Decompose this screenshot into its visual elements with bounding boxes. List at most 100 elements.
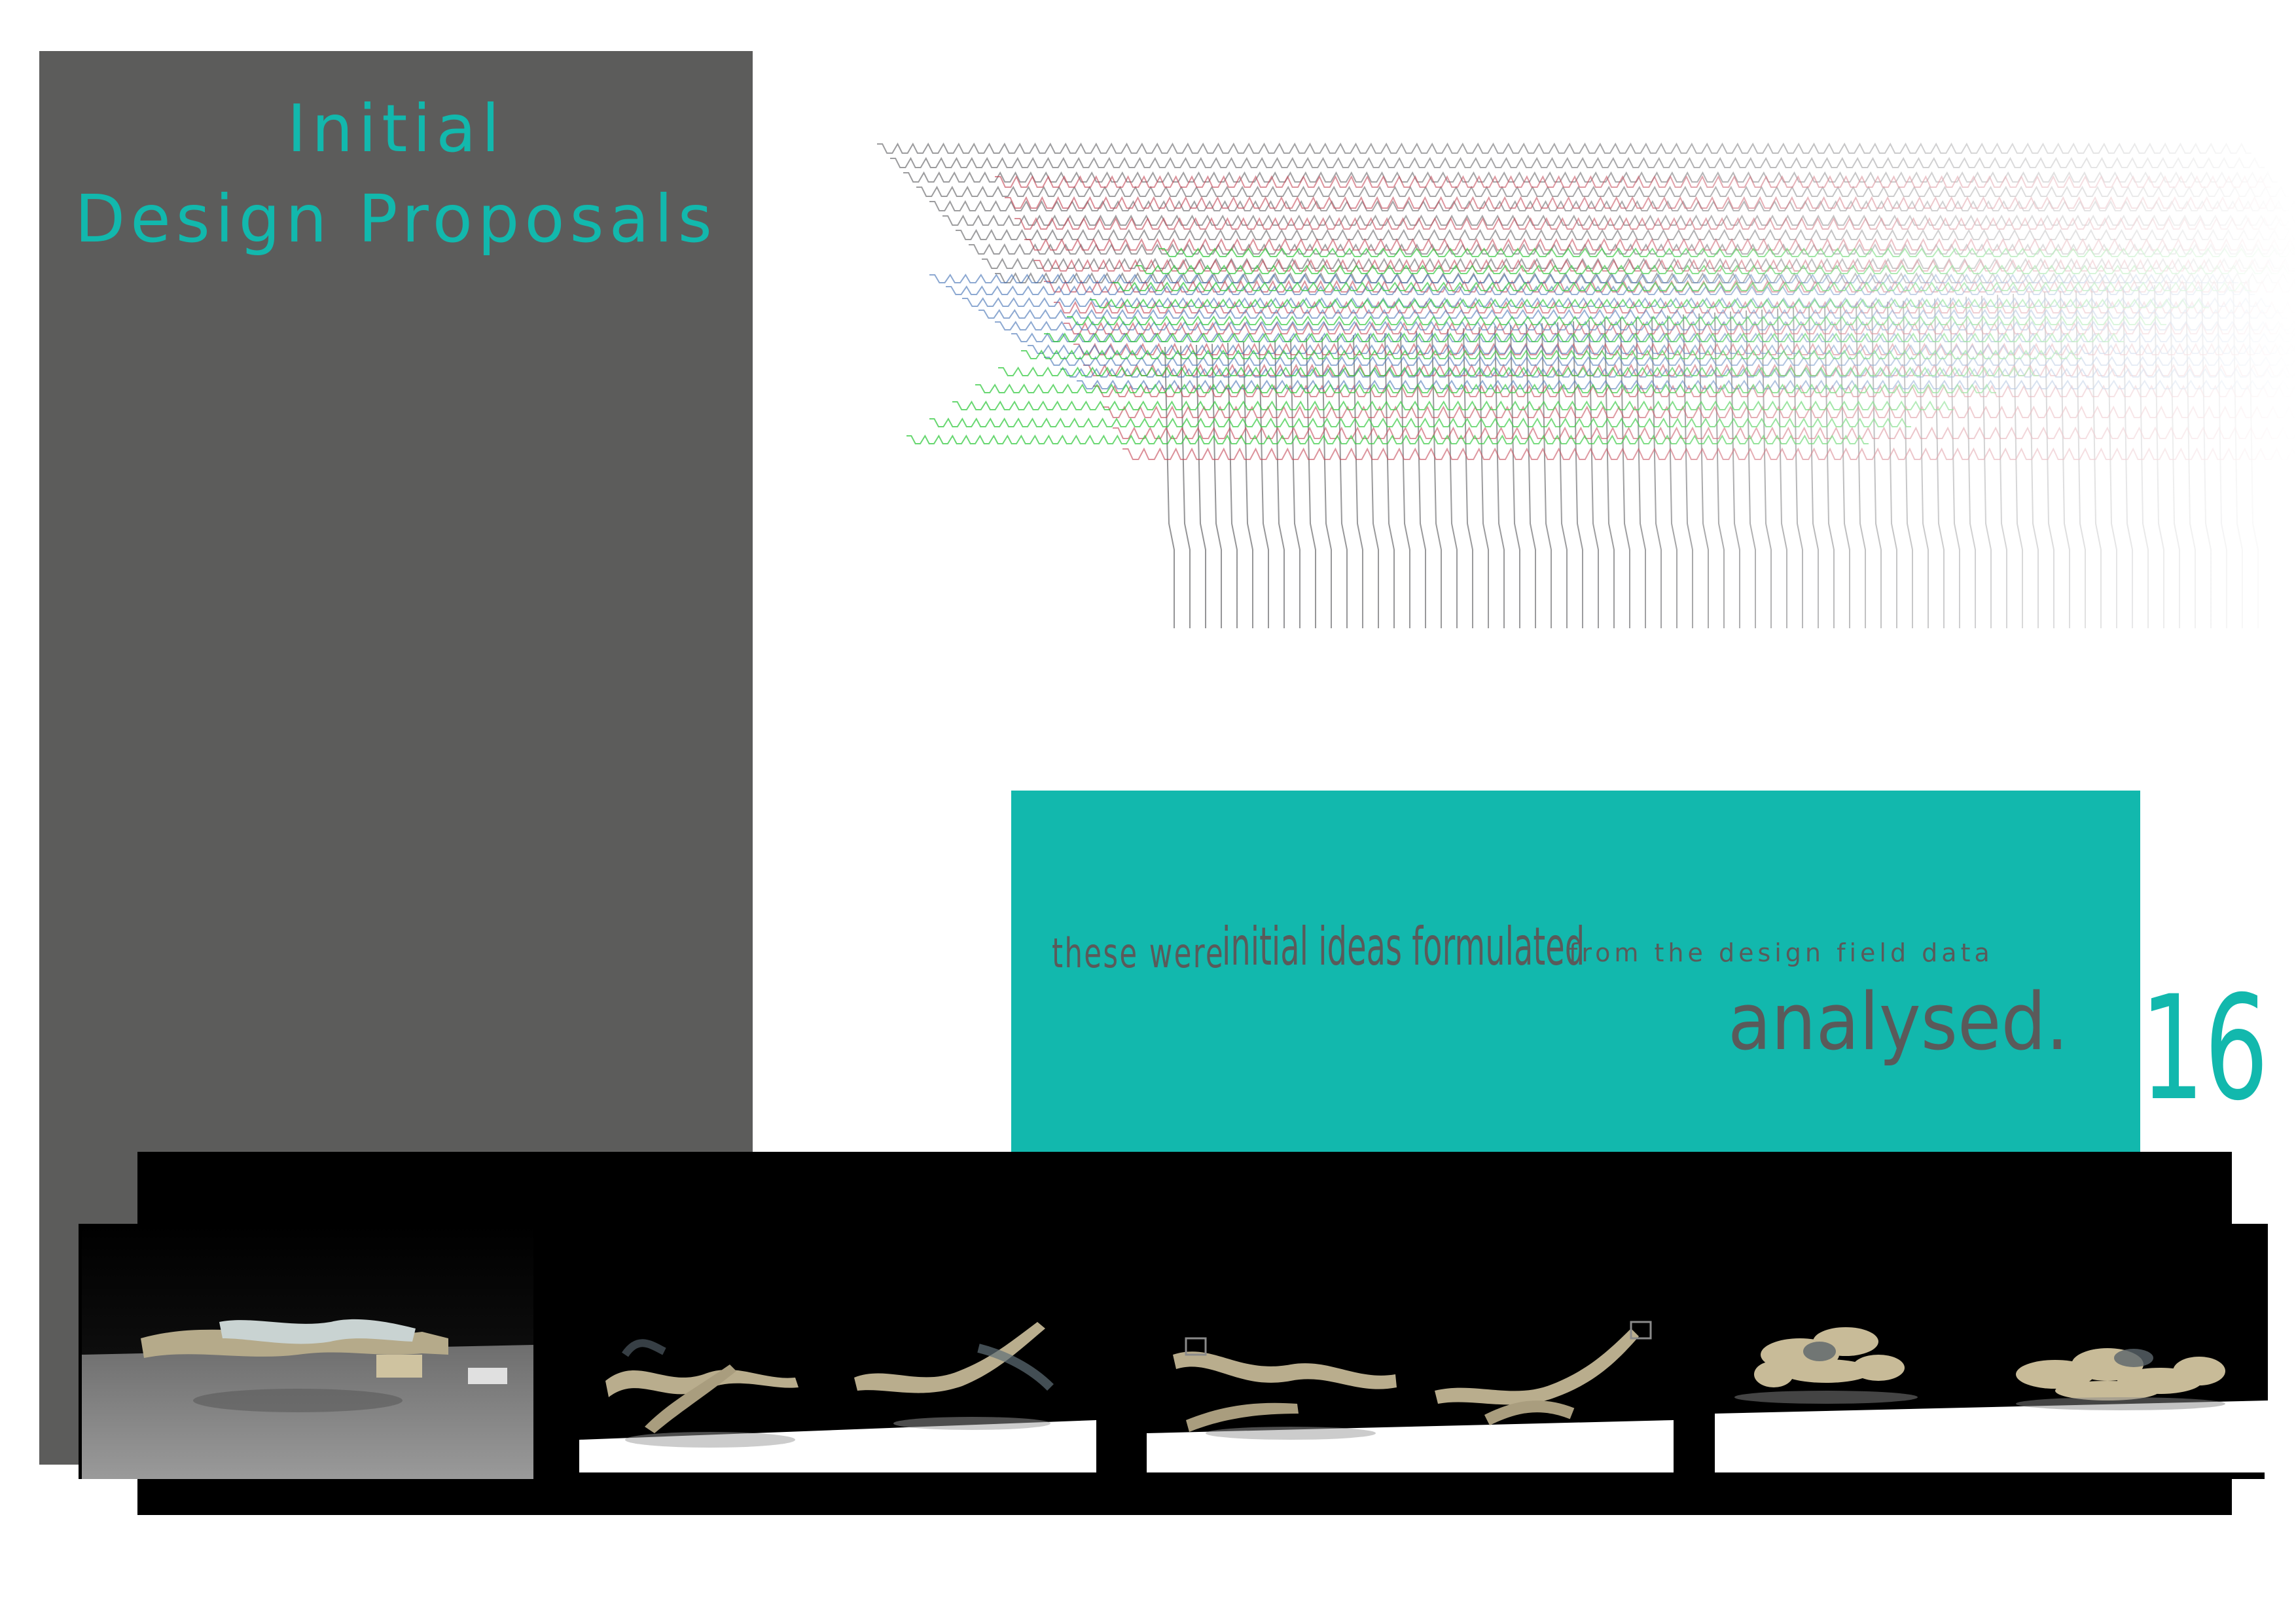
- caption-text-part-3: from the design field data: [1569, 938, 1994, 967]
- diagram-stroke: [903, 171, 2278, 183]
- diagram-stroke: [1903, 300, 1913, 628]
- diagram-stroke: [1011, 332, 2296, 342]
- diagram-stroke: [1227, 342, 1238, 628]
- diagram-stroke: [1180, 346, 1191, 628]
- page-number: 16: [2140, 965, 2269, 1132]
- diagram-stroke: [1054, 300, 2296, 313]
- diagram-stroke: [1384, 332, 1395, 628]
- diagram-stroke: [2044, 291, 2054, 628]
- diagram-stroke: [956, 228, 2296, 240]
- diagram-stroke: [1073, 342, 2296, 355]
- model-render-2: [579, 1224, 1096, 1472]
- diagram-stroke: [1044, 332, 2124, 342]
- diagram-stroke: [1122, 447, 2296, 460]
- diagram-stroke: [1024, 238, 2296, 251]
- diagram-stroke: [2091, 289, 2102, 628]
- caption-text-part-2: initial ideas formulated: [1222, 916, 1585, 977]
- diagram-stroke: [929, 418, 1911, 427]
- diagram-stroke: [975, 383, 1996, 393]
- diagram-stroke: [1494, 326, 1505, 628]
- diagram-stroke: [978, 309, 2287, 319]
- diagram-stroke: [929, 200, 2296, 211]
- diagram-stroke: [1243, 342, 1253, 628]
- diagram-stroke: [2248, 279, 2259, 628]
- diagram-stroke: [1604, 319, 1615, 628]
- diagram-stroke: [1274, 340, 1285, 628]
- diagram-stroke: [1028, 344, 2296, 354]
- diagram-stroke: [1093, 384, 2296, 397]
- diagram-stroke: [1164, 346, 1175, 628]
- diagram-stroke: [2217, 281, 2227, 628]
- diagram-stroke: [1871, 302, 1882, 628]
- diagram-stroke: [1840, 304, 1850, 628]
- diagram-stroke: [2138, 285, 2149, 628]
- diagram-stroke: [1746, 310, 1756, 628]
- diagram-stroke: [1651, 316, 1662, 628]
- diagram-stroke: [1588, 320, 1599, 628]
- diagram-stroke: [1479, 327, 1489, 628]
- diagram-stroke: [1918, 299, 1929, 628]
- diagram-stroke: [877, 142, 2251, 154]
- diagram-stroke: [1014, 217, 2291, 230]
- diagram-stroke: [2107, 287, 2117, 628]
- diagram-stroke: [2123, 287, 2133, 628]
- page-title-line-2: Design Proposals: [75, 181, 717, 257]
- diagram-stroke: [1667, 315, 1677, 628]
- diagram-stroke: [1573, 321, 1583, 628]
- diagram-stroke: [1044, 279, 2296, 293]
- diagram-stroke: [1067, 315, 2166, 325]
- diagram-stroke: [2013, 293, 2023, 628]
- model-render-3: [1147, 1224, 1674, 1472]
- diagram-stroke: [2233, 279, 2243, 628]
- model-render-4: [1715, 1224, 2268, 1472]
- diagram-stroke: [2075, 289, 2086, 628]
- diagram-stroke: [1103, 405, 2296, 418]
- diagram-stroke: [929, 274, 2238, 283]
- diagram-stroke: [1730, 311, 1740, 628]
- diagram-stroke: [1259, 340, 1269, 628]
- diagram-stroke: [2170, 283, 2180, 628]
- diagram-stroke: [1353, 334, 1363, 628]
- caption-text-part-4: analysed.: [1728, 977, 2069, 1068]
- diagram-stroke: [1211, 344, 1222, 628]
- diagram-stroke: [1090, 298, 2209, 308]
- diagram-stroke: [998, 366, 2039, 376]
- diagram-stroke: [1113, 281, 2251, 291]
- diagram-stroke: [1636, 317, 1646, 628]
- diagram-stroke: [2154, 285, 2164, 628]
- diagram-stroke: [1541, 323, 1552, 628]
- diagram-stroke: [2060, 291, 2070, 628]
- diagram-stroke: [1856, 303, 1866, 628]
- diagram-stroke: [962, 297, 2271, 307]
- diagram-stroke: [1793, 307, 1803, 628]
- line-field-diagram: [877, 142, 2296, 628]
- caption-box: these were initial ideas formulated from…: [1011, 791, 2140, 1158]
- diagram-stroke: [1077, 380, 2296, 389]
- diagram-stroke: [1526, 324, 1536, 628]
- diagram-stroke: [1557, 322, 1568, 628]
- diagram-stroke: [2201, 281, 2212, 628]
- diagram-stroke: [1887, 301, 1897, 628]
- diagram-stroke: [1698, 313, 1709, 628]
- diagram-stroke: [1196, 344, 1206, 628]
- diagram-stroke: [1997, 294, 2007, 628]
- diagram-stroke: [952, 401, 1954, 410]
- diagram-stroke: [1369, 334, 1379, 628]
- diagram-stroke: [1824, 305, 1835, 628]
- diagram-stroke: [995, 321, 2296, 330]
- diagram-stroke: [1021, 349, 2081, 359]
- diagram-stroke: [2185, 283, 2196, 628]
- page-title-line-1: Initial: [287, 90, 505, 167]
- diagram-stroke: [1808, 306, 1819, 628]
- diagram-stroke: [916, 185, 2291, 197]
- diagram-stroke: [1158, 247, 2296, 257]
- caption-text-part-1: these were: [1052, 929, 1225, 977]
- diagram-stroke: [1683, 314, 1693, 628]
- diagram-stroke: [995, 175, 2271, 188]
- diagram-stroke: [890, 156, 2265, 168]
- diagram-stroke: [1113, 426, 2296, 439]
- diagram-stroke: [1463, 328, 1473, 628]
- diagram-stroke: [1060, 368, 2296, 378]
- model-render-1: [82, 1224, 533, 1479]
- diagram-stroke: [1934, 298, 1945, 628]
